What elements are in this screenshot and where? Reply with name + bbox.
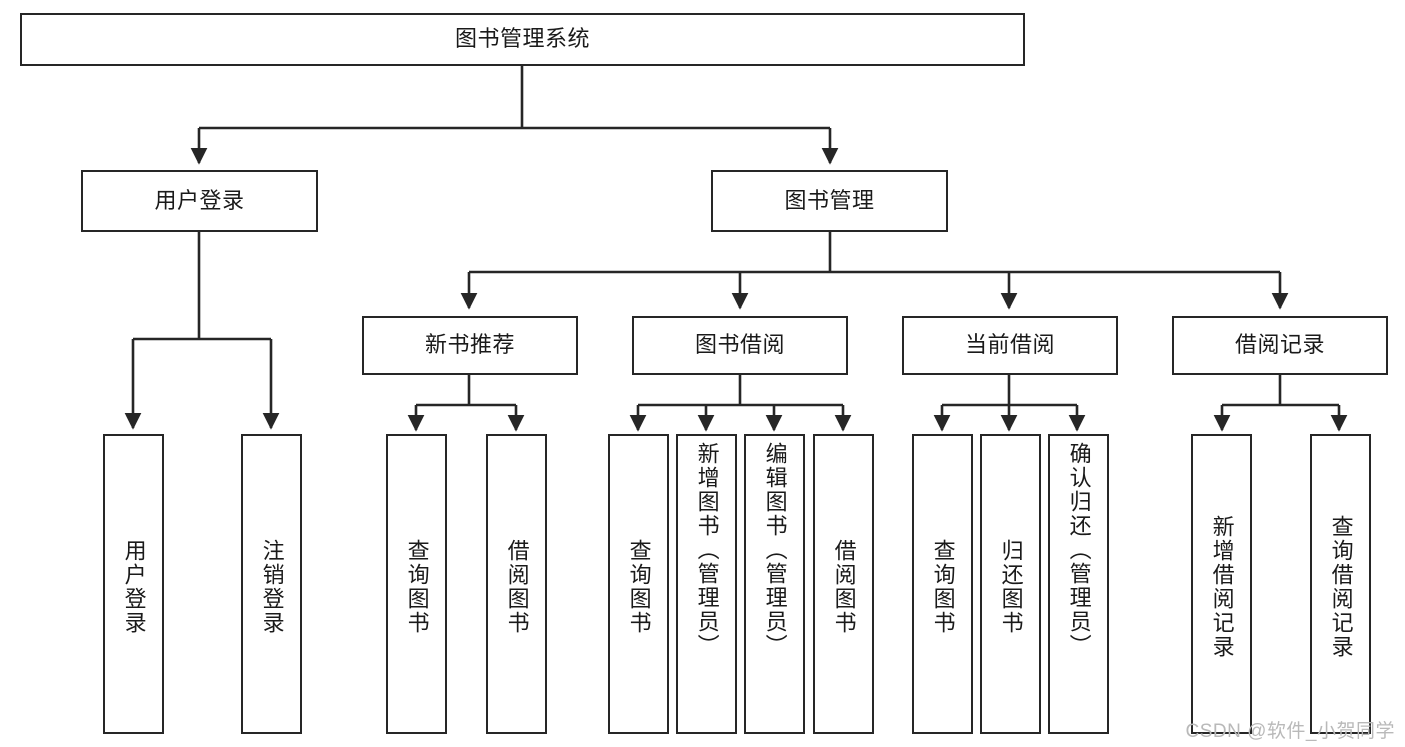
leaf-borrow-book[interactable]: 借阅图书 — [813, 434, 874, 734]
leaf-return-book[interactable]: 归还图书 — [980, 434, 1041, 734]
leaf-query-book-borrow[interactable]: 查询图书 — [608, 434, 669, 734]
node-label: 当前借阅 — [964, 332, 1055, 358]
leaf-add-borrow-record[interactable]: 新增借阅记录 — [1191, 434, 1252, 734]
node-label: 用户登录 — [121, 539, 147, 635]
node-label: 新书推荐 — [424, 332, 515, 358]
node-label: 归还图书 — [998, 539, 1024, 635]
node-borrow-record[interactable]: 借阅记录 — [1172, 316, 1388, 375]
leaf-query-book-new[interactable]: 查询图书 — [386, 434, 447, 734]
leaf-edit-book-admin[interactable]: 编辑图书（管理员） — [744, 434, 805, 734]
node-book-management[interactable]: 图书管理 — [711, 170, 948, 232]
node-label: 查询图书 — [626, 539, 652, 635]
leaf-query-book-current[interactable]: 查询图书 — [912, 434, 973, 734]
node-label: 新增借阅记录 — [1209, 515, 1235, 659]
leaf-user-login[interactable]: 用户登录 — [103, 434, 164, 734]
node-label: 新增图书（管理员） — [694, 442, 720, 658]
node-label: 注销登录 — [259, 539, 285, 635]
leaf-confirm-return-admin[interactable]: 确认归还（管理员） — [1048, 434, 1109, 734]
node-label: 确认归还（管理员） — [1066, 442, 1092, 658]
node-label: 查询图书 — [404, 539, 430, 635]
node-label: 借阅图书 — [504, 539, 530, 635]
leaf-borrow-book-new[interactable]: 借阅图书 — [486, 434, 547, 734]
node-label: 借阅图书 — [831, 539, 857, 635]
node-label: 图书管理 — [784, 187, 875, 213]
csdn-watermark: CSDN @软件_小贺同学 — [1185, 721, 1395, 742]
node-label: 编辑图书（管理员） — [762, 442, 788, 658]
node-label: 查询借阅记录 — [1328, 515, 1354, 659]
leaf-logout[interactable]: 注销登录 — [241, 434, 302, 734]
node-root-book-management-system[interactable]: 图书管理系统 — [20, 13, 1025, 66]
leaf-add-book-admin[interactable]: 新增图书（管理员） — [676, 434, 737, 734]
node-current-borrow[interactable]: 当前借阅 — [902, 316, 1118, 375]
node-label: 图书借阅 — [694, 332, 785, 358]
node-label: 用户登录 — [154, 187, 245, 213]
node-book-borrow[interactable]: 图书借阅 — [632, 316, 848, 375]
node-user-login[interactable]: 用户登录 — [81, 170, 318, 232]
node-label: 图书管理系统 — [454, 26, 590, 52]
leaf-query-borrow-record[interactable]: 查询借阅记录 — [1310, 434, 1371, 734]
node-label: 查询图书 — [930, 539, 956, 635]
node-new-book-recommend[interactable]: 新书推荐 — [362, 316, 578, 375]
node-label: 借阅记录 — [1234, 332, 1325, 358]
